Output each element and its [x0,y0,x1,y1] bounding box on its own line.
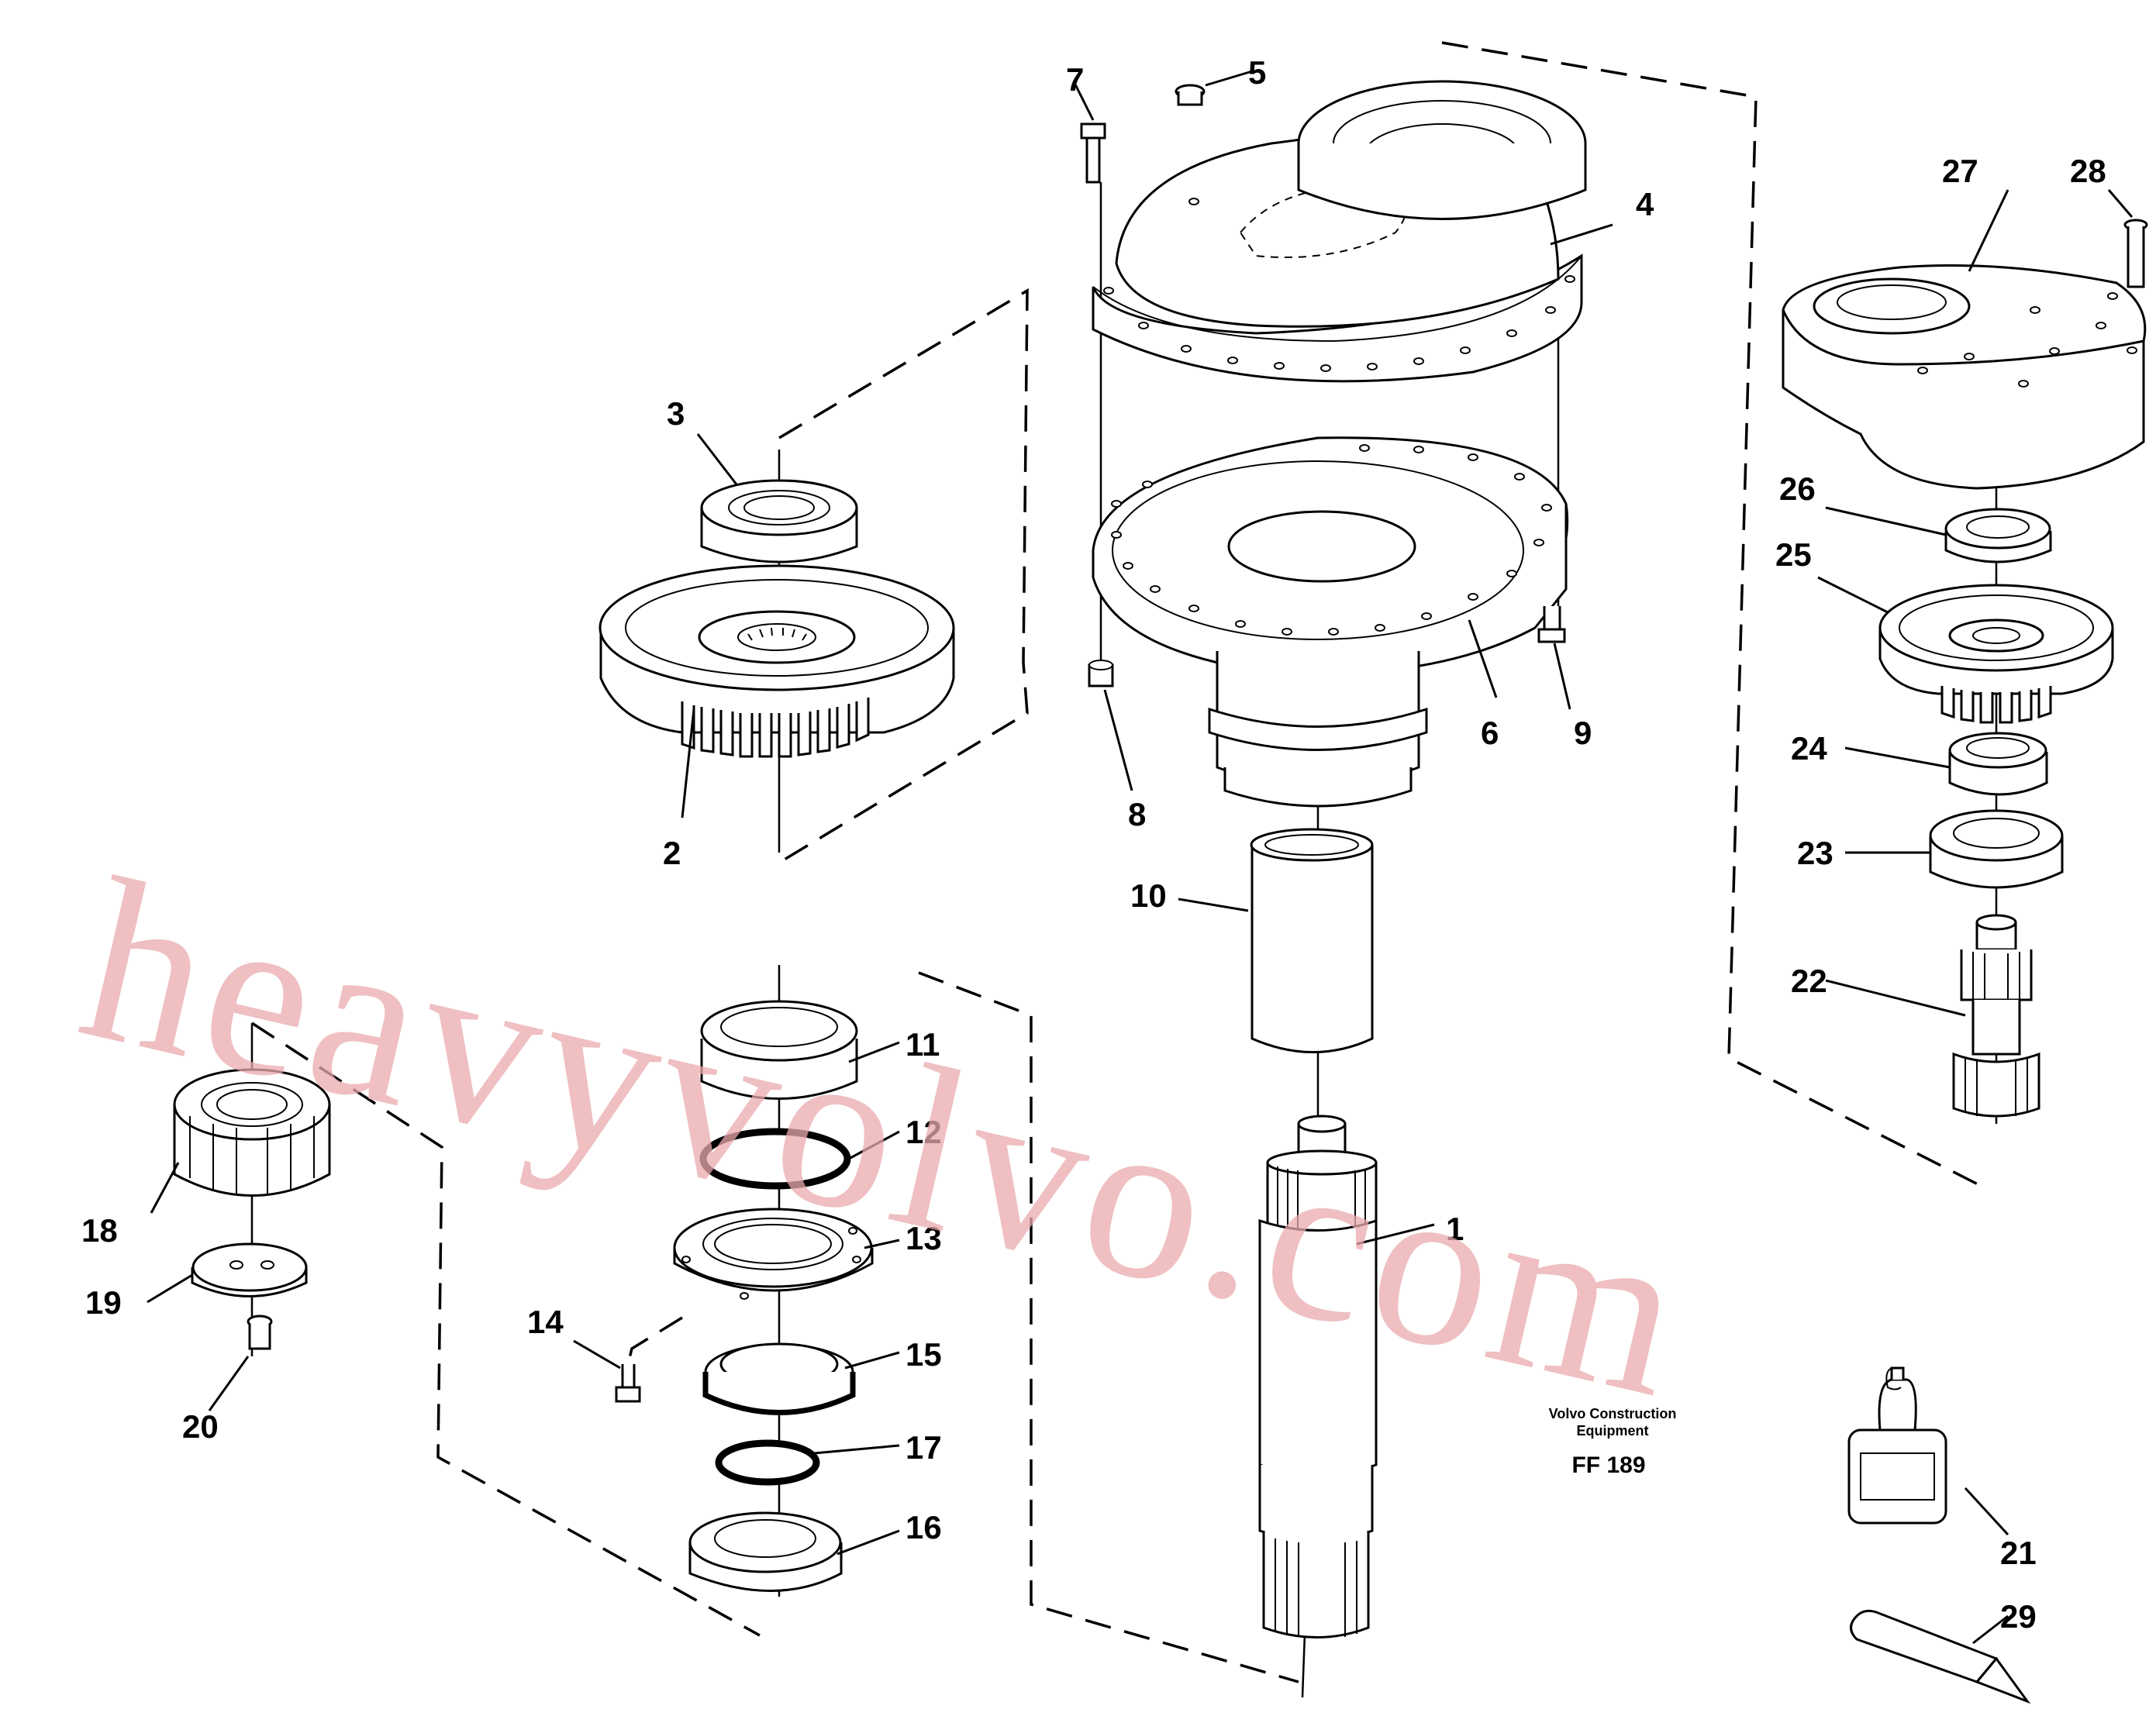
assembly-outline-bolt-14 [626,1316,683,1365]
note-company-line1: Volvo Construction [1549,1406,1677,1421]
bolt-14 [615,1364,641,1403]
assembly-outline-right [1441,41,1989,1191]
callout-13: 13 [906,1220,942,1256]
callout-15: 15 [906,1336,942,1373]
bolt-9 [1537,606,1566,643]
callout-14: 14 [527,1304,564,1340]
tube-29 [1850,1609,2031,1704]
ring-17 [715,1439,820,1486]
housing-flange [1092,436,1569,808]
callout-22: 22 [1791,963,1827,999]
callout-24: 24 [1791,730,1827,767]
pinion-shaft-22 [1952,914,2040,1118]
callout-17: 17 [906,1429,942,1466]
callout-26: 26 [1779,470,1816,507]
callout-6: 6 [1481,715,1499,751]
callout-5: 5 [1248,54,1266,91]
pinion-18 [173,1068,331,1197]
bolt-28 [2123,219,2148,288]
callout-23: 23 [1797,835,1833,871]
callout-11: 11 [906,1026,940,1063]
sleeve [1250,828,1374,1053]
assembly-outline-gear [778,288,1029,862]
callout-7: 7 [1066,61,1084,98]
bearing-11 [700,1000,858,1100]
callout-29: 29 [2000,1598,2037,1635]
screw-20 [247,1315,273,1350]
callout-18: 18 [81,1212,118,1249]
callout-28: 28 [2070,153,2106,189]
cover-27 [1782,264,2147,490]
note-company-line2: Equipment [1577,1423,1649,1439]
callout-25: 25 [1775,536,1812,573]
callout-19: 19 [85,1284,122,1321]
bearing-16 [688,1511,843,1592]
main-shaft [1258,1115,1378,1638]
bottle-21 [1847,1366,1947,1525]
callout-3: 3 [667,395,685,432]
bearing-23 [1929,809,2064,889]
leader-lines [147,70,2134,1645]
callout-21: 21 [2000,1535,2037,1571]
callout-12: 12 [906,1114,942,1150]
bolt-7 [1080,122,1106,184]
callout-4: 4 [1636,186,1654,222]
gear-2 [599,564,955,758]
seal-ring-13 [673,1208,874,1300]
nut-8 [1088,660,1114,687]
callout-10: 10 [1130,877,1167,914]
callout-1: 1 [1446,1211,1464,1247]
washer-19 [191,1242,308,1297]
bearing-24 [1948,732,2048,796]
o-ring-12 [699,1128,851,1190]
bearing-26 [1944,508,2052,563]
plug-5 [1175,84,1206,106]
note-figure-code: FF 189 [1571,1452,1645,1478]
callout-16: 16 [906,1509,942,1545]
gear-25 [1878,584,2114,724]
callout-27: 27 [1942,153,1978,189]
seal-15 [702,1342,856,1415]
housing-cover [1092,80,1587,383]
callout-2: 2 [663,835,681,871]
callout-9: 9 [1574,715,1592,751]
assembly-outline-bearing-stack [918,971,1299,1683]
callout-20: 20 [182,1408,219,1445]
callout-8: 8 [1128,796,1146,832]
assembly-outline-pinion [251,1022,761,1637]
bearing-3 [700,479,858,563]
